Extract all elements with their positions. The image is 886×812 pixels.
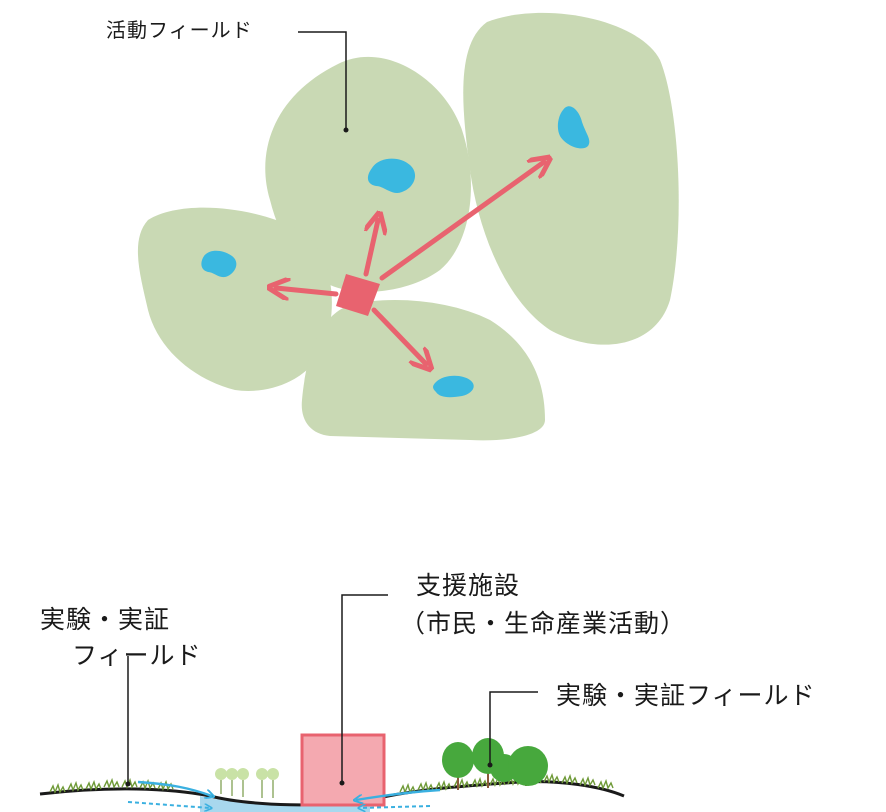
arrow-to-bottom bbox=[371, 307, 426, 364]
pond-right bbox=[557, 106, 590, 149]
right-field-leader bbox=[489, 691, 538, 765]
arrow-to-top bbox=[363, 220, 378, 277]
arrow-to-right bbox=[379, 162, 544, 281]
support-hub bbox=[276, 162, 544, 364]
right-field-leader-dot bbox=[487, 762, 493, 768]
grass-left bbox=[49, 777, 174, 794]
field-blob-bottom bbox=[301, 300, 545, 441]
left-field-label-line2: フィールド bbox=[72, 641, 202, 670]
support-facility-marker bbox=[336, 274, 380, 316]
field-label-leader-dot bbox=[343, 127, 349, 133]
small-trees bbox=[215, 768, 279, 798]
water-flow-arrows bbox=[127, 780, 441, 808]
pond-bottom bbox=[433, 375, 474, 398]
field-blob-right bbox=[463, 12, 679, 345]
activity-fields bbox=[137, 12, 679, 441]
left-field-label-line1: 実験・実証 bbox=[40, 605, 171, 634]
right-field-label: 実験・実証フィールド bbox=[556, 681, 816, 710]
field-label-leader bbox=[298, 31, 347, 130]
pond-top bbox=[367, 158, 416, 193]
water-bodies bbox=[201, 106, 590, 398]
support-leader bbox=[341, 594, 388, 783]
support-facility-label: 支援施設 bbox=[416, 571, 521, 600]
pond-left bbox=[201, 250, 237, 278]
left-field-leader-dot bbox=[125, 781, 131, 787]
support-facility-sublabel: （市民・生命産業活動） bbox=[400, 609, 687, 638]
forest-trees bbox=[442, 738, 548, 790]
support-facility-building bbox=[300, 733, 386, 807]
cross-section bbox=[39, 594, 625, 812]
activity-field-label: 活動フィールド bbox=[106, 18, 253, 42]
arrow-to-left bbox=[276, 288, 339, 294]
field-blob-left bbox=[137, 207, 332, 391]
support-leader-dot bbox=[339, 780, 345, 786]
field-blob-top bbox=[265, 56, 471, 292]
channel-water bbox=[200, 796, 370, 812]
